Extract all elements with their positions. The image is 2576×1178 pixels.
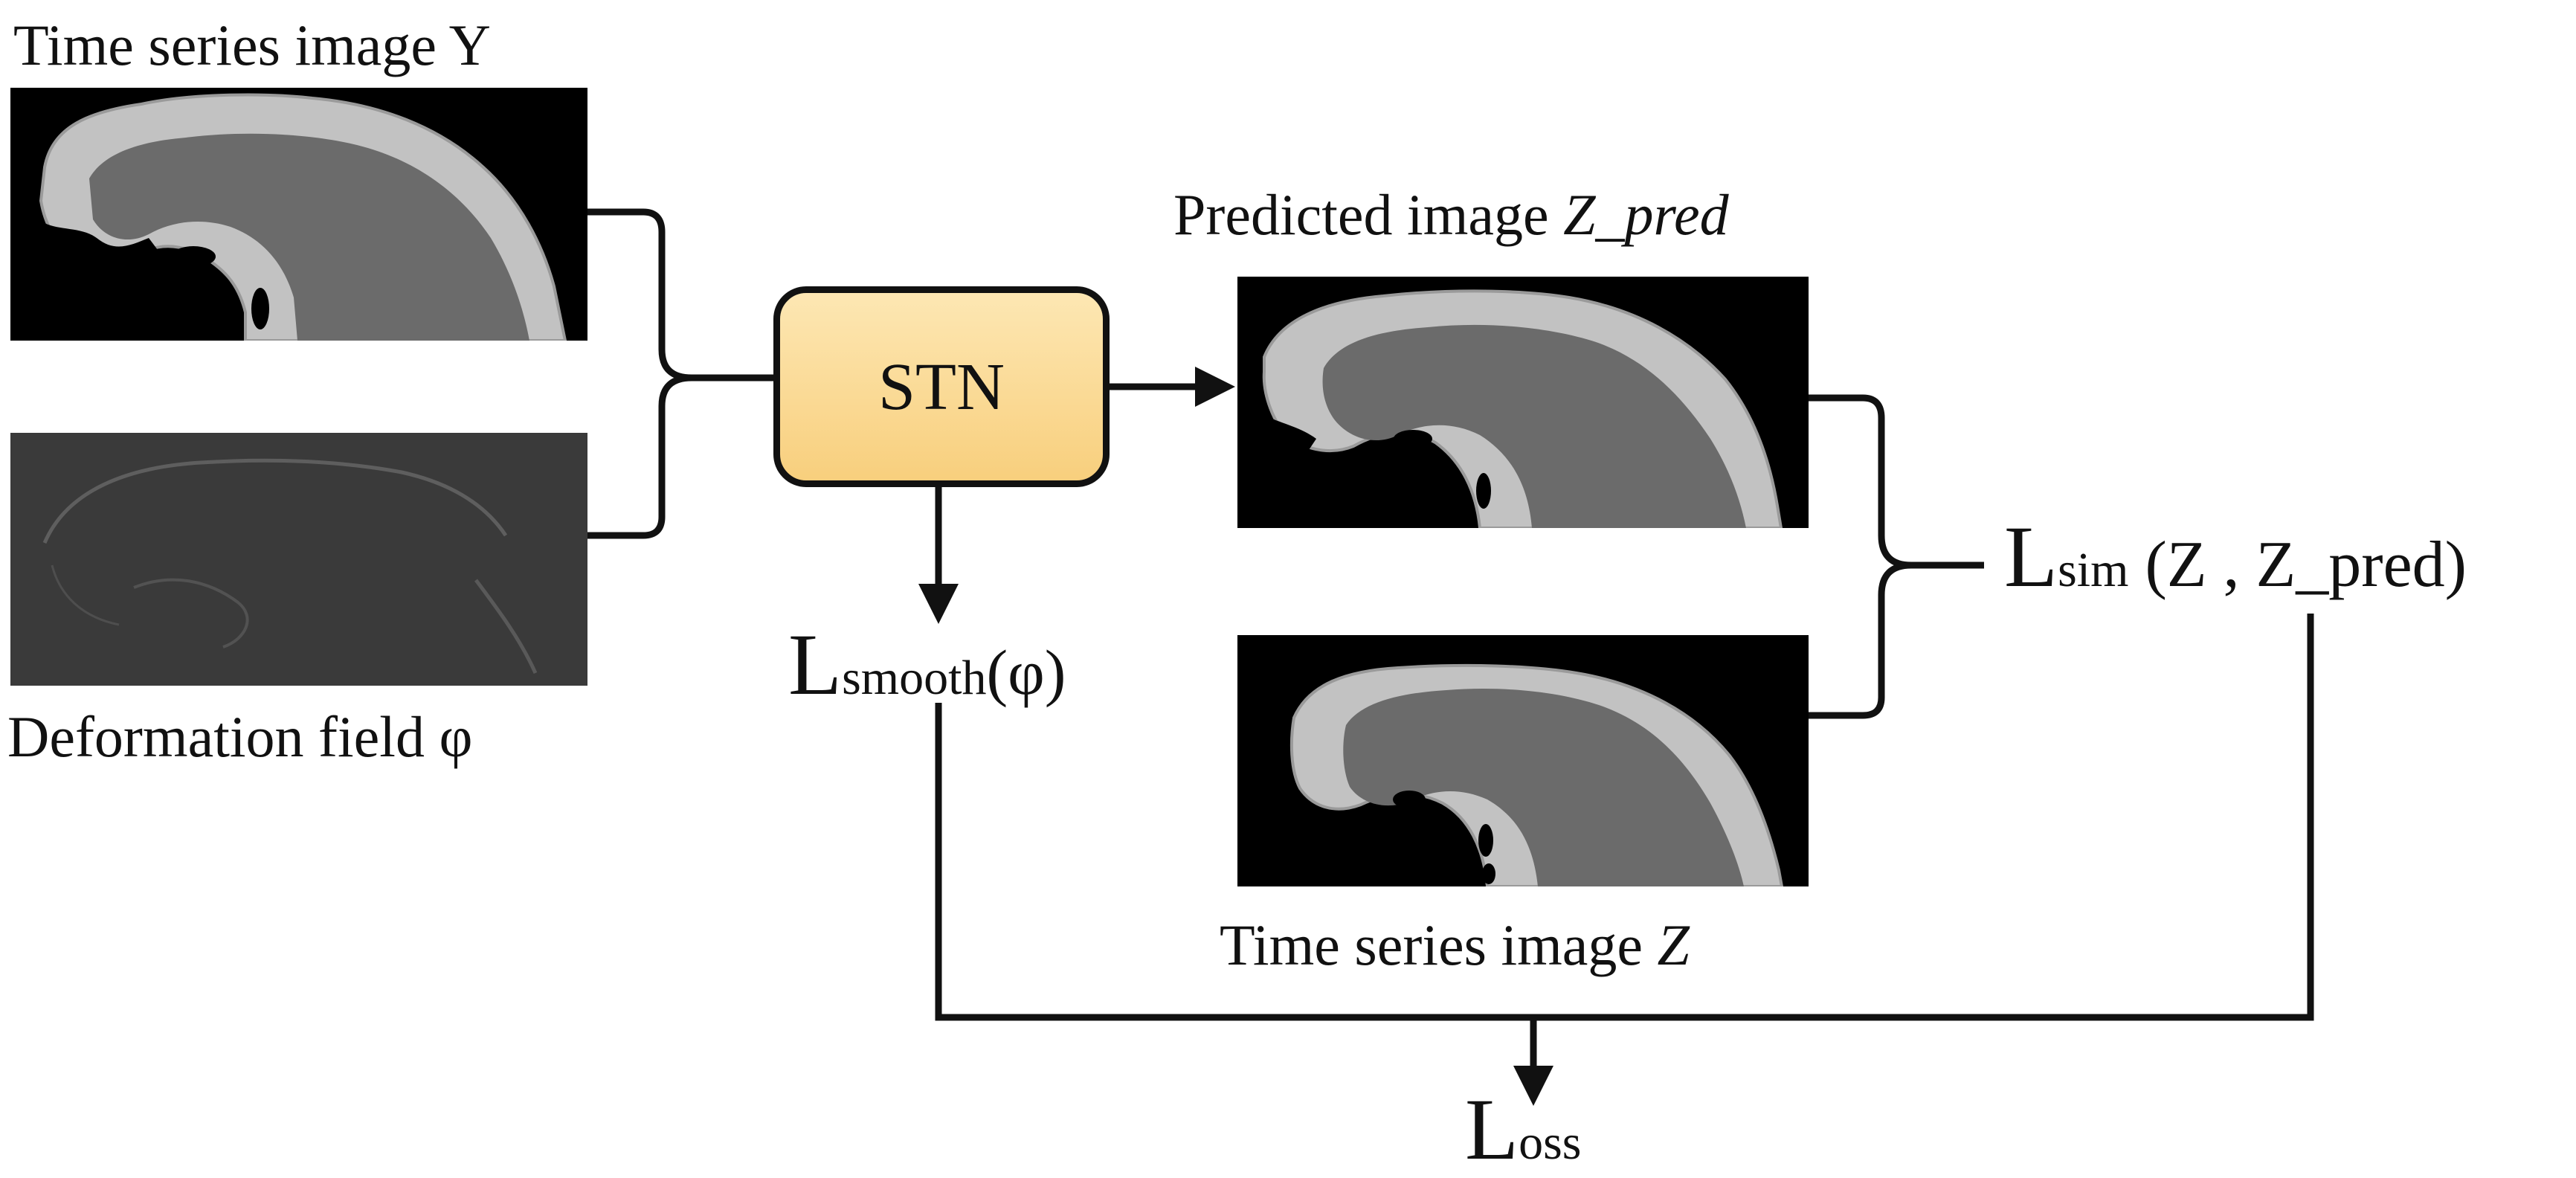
input-y-caption-var: Y (448, 13, 491, 77)
stn-block: STN (773, 286, 1110, 487)
similarity-loss-symbol: L (2004, 508, 2058, 605)
smooth-loss-symbol: L (788, 616, 843, 713)
similarity-loss-argument: (Z , Z_pred) (2128, 529, 2467, 601)
time-series-image-y (10, 88, 587, 341)
deformation-caption-text: Deformation field φ (7, 704, 473, 769)
total-loss-symbol: L (1465, 1081, 1519, 1178)
similarity-loss-label: Lsim (Z , Z_pred) (2004, 513, 2467, 601)
deformation-caption: Deformation field φ (7, 708, 473, 766)
smooth-loss-argument: (φ) (986, 637, 1066, 708)
similarity-merge-brace (1809, 394, 1912, 719)
predicted-caption: Predicted image Z_pred (1173, 186, 1729, 244)
time-series-image-z (1237, 635, 1809, 886)
input-y-caption: Time series image Y (13, 16, 491, 74)
predicted-image-z-pred (1237, 277, 1809, 528)
total-loss-label: Loss (1465, 1086, 1581, 1174)
smooth-loss-label: Lsmooth(φ) (788, 621, 1066, 709)
target-z-caption-var: Z (1657, 913, 1690, 977)
target-z-caption: Time series image Z (1220, 916, 1690, 974)
sim-to-loss-line (1522, 614, 2314, 1021)
deformation-field-image (10, 433, 587, 686)
predicted-caption-text: Predicted image (1173, 182, 1564, 247)
similarity-loss-subscript: sim (2058, 543, 2129, 597)
input-y-caption-text: Time series image (13, 13, 449, 77)
input-merge-brace (587, 208, 692, 539)
smooth-to-loss-line (935, 703, 1522, 1021)
target-z-caption-text: Time series image (1220, 913, 1658, 977)
total-loss-subscript: oss (1519, 1116, 1582, 1170)
smooth-loss-subscript: smooth (842, 651, 987, 705)
stn-label: STN (878, 350, 1005, 424)
predicted-caption-var: Z_pred (1563, 182, 1729, 247)
